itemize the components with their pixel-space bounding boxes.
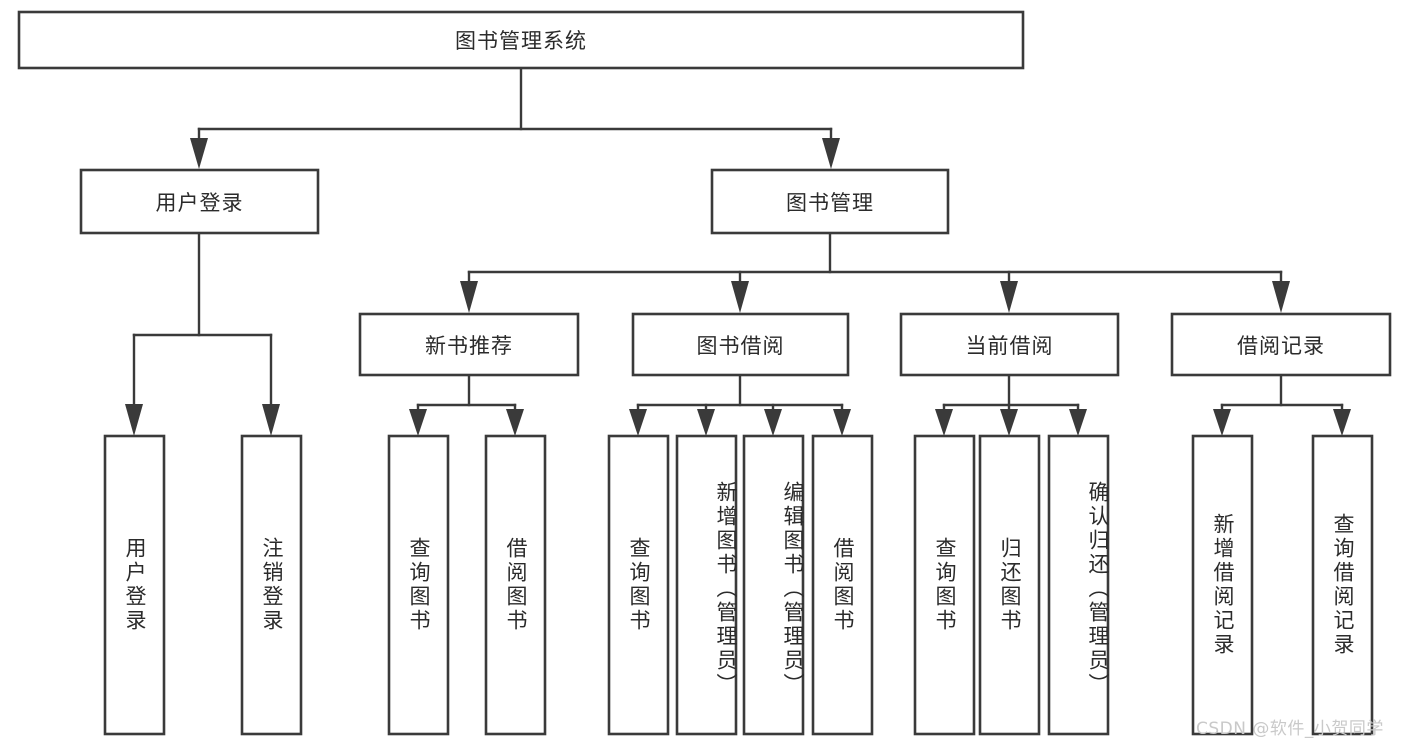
node-box-leaf-edit-book[interactable] [742, 434, 805, 736]
arrow-head-icon [506, 409, 524, 436]
arrow-head-icon [764, 409, 782, 436]
arrow-head-icon [1333, 409, 1351, 436]
arrow-head-icon [697, 409, 715, 436]
node-box-leaf-add-book[interactable] [675, 434, 738, 736]
arrow-head-icon [731, 281, 749, 313]
node-box-current-borrow[interactable] [899, 312, 1120, 377]
node-box-leaf-query-book-1[interactable] [387, 434, 450, 736]
node-box-leaf-borrow-book-1[interactable] [484, 434, 547, 736]
connector-root-to-level1 [190, 66, 840, 169]
node-box-new-book-recommend[interactable] [358, 312, 580, 377]
node-box-leaf-query-book-3[interactable] [913, 434, 976, 736]
arrow-head-icon [125, 404, 143, 436]
node-box-leaf-confirm-return[interactable] [1047, 434, 1110, 736]
connector-borrow-record-to-leaves [1213, 373, 1351, 436]
node-box-root[interactable] [17, 10, 1025, 70]
arrow-head-icon [190, 138, 208, 169]
arrow-head-icon [629, 409, 647, 436]
node-box-user-login[interactable] [79, 168, 320, 235]
node-box-leaf-borrow-book-2[interactable] [811, 434, 874, 736]
node-box-leaf-query-record[interactable] [1311, 434, 1374, 736]
arrow-head-icon [1213, 409, 1231, 436]
node-box-leaf-return-book[interactable] [978, 434, 1041, 736]
arrow-head-icon [1069, 409, 1087, 436]
node-box-book-management[interactable] [710, 168, 950, 235]
connector-new-book-recommend-to-leaves [409, 373, 524, 436]
arrow-head-icon [1000, 409, 1018, 436]
node-box-leaf-add-record[interactable] [1191, 434, 1254, 736]
connector-book-borrow-to-leaves [629, 373, 851, 436]
connector-book-management-to-level2 [460, 231, 1290, 313]
arrow-head-icon [822, 138, 840, 169]
connector-user-login-to-leaves [125, 231, 280, 436]
arrow-head-icon [935, 409, 953, 436]
arrow-head-icon [833, 409, 851, 436]
node-box-leaf-logout[interactable] [240, 434, 303, 736]
arrow-head-icon [262, 404, 280, 436]
arrow-head-icon [1000, 281, 1018, 313]
node-box-book-borrow[interactable] [631, 312, 850, 377]
node-box-leaf-user-login[interactable] [103, 434, 166, 736]
connector-current-borrow-to-leaves [935, 373, 1087, 436]
arrow-head-icon [409, 409, 427, 436]
node-box-leaf-query-book-2[interactable] [607, 434, 670, 736]
arrow-head-icon [460, 281, 478, 313]
arrow-head-icon [1272, 281, 1290, 313]
node-box-borrow-record[interactable] [1170, 312, 1392, 377]
